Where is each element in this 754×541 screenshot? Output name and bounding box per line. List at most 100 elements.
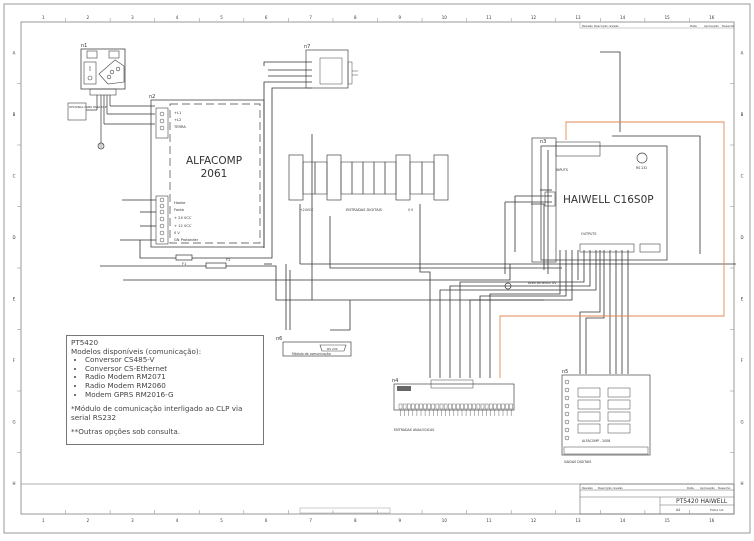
- column-number: 14: [620, 15, 626, 20]
- row-letter: H: [740, 481, 743, 486]
- n5-tag: n5: [562, 369, 568, 375]
- notes-footnote-2: **Outras opções sob consulta.: [71, 427, 181, 437]
- n3-inputs-label: INPUTS: [556, 168, 568, 172]
- row-letter: E: [13, 296, 16, 301]
- analog-pin: [435, 403, 440, 410]
- n3-tag: n3: [540, 139, 546, 145]
- notes-subtitle: Modelos disponíveis (comunicação):: [71, 346, 202, 356]
- digital-inputs-strip: +24VCC ENTRADAS DIGITAIS 0 V: [288, 154, 449, 212]
- analog-pin: [493, 403, 497, 410]
- notes-item: Radio Modem RM2060: [85, 381, 259, 391]
- n2-alfacomp: n2 +L1 +L2 TERRA ALFACOMP 2061 Hanke Fon…: [149, 94, 265, 248]
- outer-frame: [3, 3, 751, 534]
- n5-output-module: n5 ALFACOMP - 2008 SAIDAS DIGITAIS: [561, 369, 651, 464]
- row-letter: G: [12, 419, 15, 424]
- terminal-screw-icon: [159, 203, 165, 209]
- analog-pin: [464, 403, 468, 410]
- di-right-label: 0 V: [408, 208, 414, 212]
- title-block: Revisão Descrição revisão Data Aprovação…: [579, 483, 735, 515]
- n2-term-l2: +L2: [174, 118, 181, 122]
- led-icon: [564, 411, 570, 417]
- column-number: 12: [531, 518, 537, 523]
- row-letter: B: [13, 112, 16, 117]
- column-number: 5: [220, 15, 223, 20]
- led-icon: [564, 395, 570, 401]
- column-number: 2: [87, 15, 90, 20]
- analog-pin: [439, 403, 444, 410]
- notes-list: Conversor CS485-V Conversor CS-Ethernet …: [71, 356, 259, 399]
- n2-title: ALFACOMP: [186, 155, 242, 167]
- n6-comm-module: n6 RS 232 Módulo de comunicação: [276, 336, 352, 357]
- n6-port: RS 232: [327, 347, 338, 351]
- ground-label: Aterramento 0V: [528, 281, 557, 285]
- notes-item: Conversor CS-Ethernet: [85, 364, 259, 374]
- led-icon: [564, 403, 570, 409]
- fuse-icon: [205, 262, 227, 269]
- column-number: 9: [399, 518, 402, 523]
- rs232-port-icon: [636, 152, 648, 164]
- column-number: 3: [131, 518, 134, 523]
- terminal-screw-icon: [159, 197, 165, 203]
- row-letter: B: [741, 112, 744, 117]
- analog-pin: [468, 403, 472, 410]
- analog-pin: [407, 403, 411, 410]
- scale-bar: [299, 507, 391, 514]
- analog-pin: [476, 403, 481, 410]
- row-letter: A: [13, 50, 16, 55]
- analog-pin: [431, 403, 435, 410]
- n2-tag: n2: [149, 94, 155, 100]
- column-number: 7: [309, 15, 312, 20]
- column-number: 10: [442, 518, 448, 523]
- orange-wire: [499, 121, 725, 378]
- relay-icon: [577, 423, 601, 434]
- rev-strip-aprovacao: Aprovação: [704, 24, 719, 28]
- n6-tag: n6: [276, 336, 282, 342]
- rev-strip-revisao: Revisão: [582, 24, 593, 28]
- column-ticks: 1122334455667788991010111112121313141415…: [42, 15, 715, 523]
- rev-strip-descricao: Descrição revisão: [594, 24, 619, 28]
- n2-term-3: + 24 VCC: [174, 216, 192, 220]
- notes-footnote-1: *Módulo de comunicação interligado ao CL…: [71, 404, 243, 422]
- terminal-screw-icon: [159, 111, 165, 117]
- relay-icon: [607, 387, 631, 398]
- terminal-screw-icon: [159, 230, 165, 236]
- analog-pin: [443, 403, 448, 410]
- tb-desenho: Desenho: [718, 486, 731, 490]
- analog-pin: [452, 403, 456, 410]
- analog-pin: [505, 403, 509, 410]
- relay-icon: [607, 399, 631, 410]
- analog-pin: [448, 403, 452, 410]
- analog-pin: [509, 403, 513, 410]
- n4-analog-module: n4 ENTRADAS ANALOGICAS: [392, 378, 515, 432]
- column-number: 15: [665, 518, 671, 523]
- tb-folha: Folha 1/1: [710, 508, 724, 512]
- analog-pin: [484, 403, 489, 410]
- terminal-screw-icon: [159, 237, 165, 243]
- n2-term-5: 0 V: [174, 231, 180, 235]
- relay-icon: [577, 399, 601, 410]
- fuse-f2-label: F2: [226, 258, 230, 262]
- n4-caption: ENTRADAS ANALOGICAS: [394, 428, 434, 432]
- di-left-label: +24VCC: [300, 208, 314, 212]
- relay-icon: [577, 387, 601, 398]
- row-letter: F: [13, 358, 16, 363]
- tb-project: PT5420 HAIWELL: [676, 498, 728, 505]
- rev-strip-data: Data: [690, 24, 697, 28]
- column-number: 10: [442, 15, 448, 20]
- n1-module: n1 OPCIONAL CABO PARA CLP: [67, 43, 155, 150]
- column-number: 15: [665, 15, 671, 20]
- notes-title: PT5420: [71, 338, 99, 347]
- analog-pin: [402, 403, 407, 410]
- column-number: 4: [176, 15, 179, 20]
- relay-icon: [607, 411, 631, 422]
- column-number: 2: [87, 518, 90, 523]
- analog-pin: [456, 403, 460, 410]
- analog-pin: [423, 403, 427, 410]
- tb-data: Data: [687, 486, 694, 490]
- notes-item: Conversor CS485-V: [85, 356, 259, 365]
- column-number: 4: [176, 518, 179, 523]
- n1-tag: n1: [81, 43, 87, 49]
- column-number: 7: [309, 518, 312, 523]
- n3-haiwell: n3 INPUTS RS 232 HAIWELL C16S0P OUTPUTS: [531, 137, 668, 263]
